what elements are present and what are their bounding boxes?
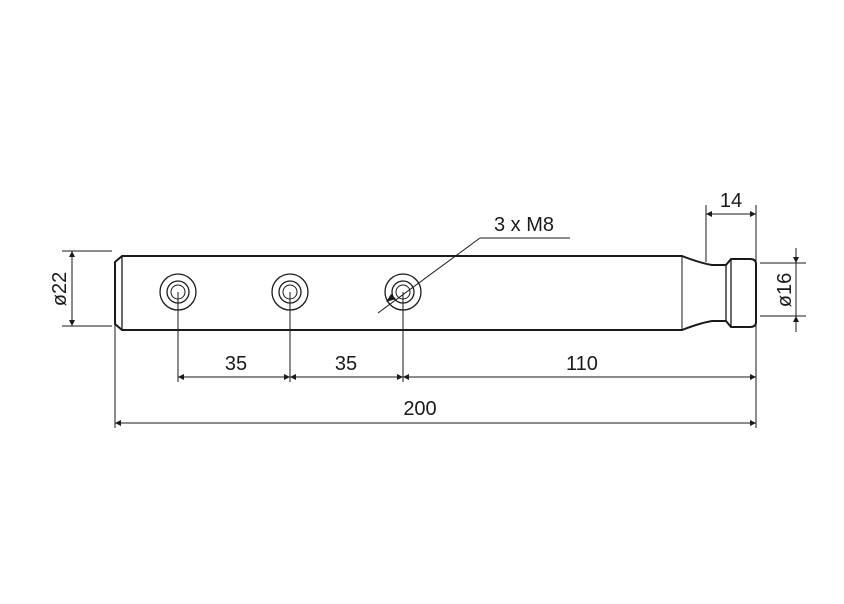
holes-callout: 3 x M8 [494,214,554,236]
dim-hole-spacing-2: 35 [335,353,357,375]
dimension-lines [69,211,799,426]
dim-overall-length: 200 [403,398,436,420]
dim-hole-spacing-1: 35 [225,353,247,375]
extension-lines [62,205,806,428]
dim-pin-diameter: ø16 [774,273,796,307]
dim-pin-length: 14 [720,190,742,212]
shaft-body [114,255,757,331]
dim-hole-to-end: 110 [566,353,598,375]
callout-leader [377,237,570,314]
dim-shaft-diameter: ø22 [49,272,71,306]
